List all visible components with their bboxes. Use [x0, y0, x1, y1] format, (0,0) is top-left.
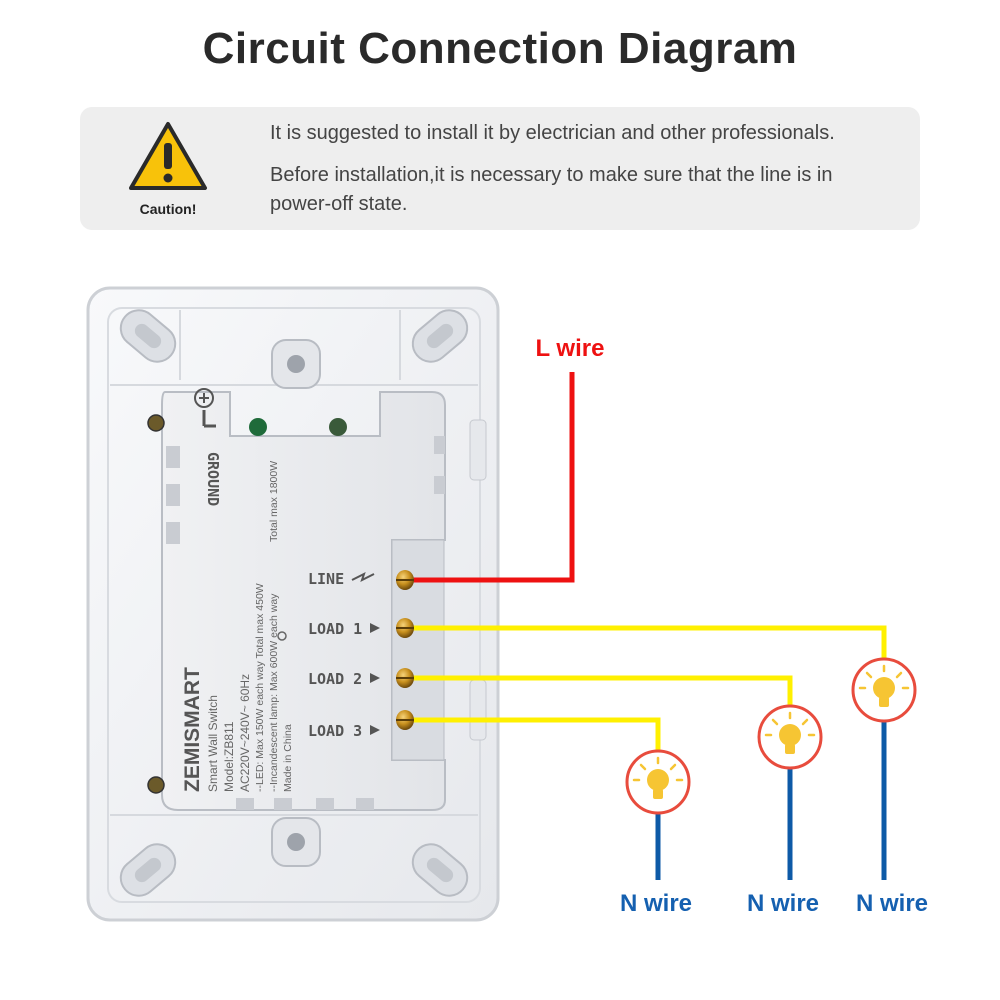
load-1-wire — [406, 625, 887, 663]
terminal-label-load-3: LOAD 3 — [308, 722, 362, 740]
incandescent-rating: --Incandescent lamp: Max 600W each way — [268, 593, 280, 792]
device-spec-label: ZEMISMART Smart Wall Switch Model:ZB811 … — [181, 461, 294, 792]
mounting-slot — [119, 309, 177, 363]
led-rating: --LED: Max 150W each way Total max 450W — [254, 583, 266, 792]
mounting-slot — [411, 843, 469, 897]
load-3-wire — [406, 717, 661, 752]
arrow-icon — [370, 725, 380, 735]
ground-label: GROUND — [204, 452, 222, 506]
switch-module — [147, 391, 446, 811]
n-wire-label: N wire — [747, 890, 819, 917]
arrow-icon — [370, 673, 380, 683]
bulb-symbol-icon — [277, 631, 287, 641]
l-wire-label: L wire — [536, 335, 605, 362]
mounting-slot — [119, 843, 177, 897]
caution-text-2: Before installation,it is necessary to m… — [270, 164, 833, 215]
mounting-slot — [411, 309, 469, 363]
caution-label: Caution! — [139, 201, 197, 217]
terminal-label-line: LINE — [308, 570, 344, 588]
terminal-screw — [396, 618, 414, 638]
lightning-icon — [351, 572, 375, 582]
terminal-label-load-2: LOAD 2 — [308, 670, 362, 688]
origin-label: Made in China — [282, 724, 294, 792]
load-2-wire — [406, 675, 793, 710]
terminal-screw — [396, 668, 414, 688]
warning-icon — [129, 122, 207, 190]
ground-icon — [194, 388, 216, 428]
terminal-screw — [396, 570, 414, 590]
n-wire-label: N wire — [856, 890, 928, 917]
product-name: Smart Wall Switch — [206, 695, 220, 792]
brand-logo-text: ZEMISMART — [181, 667, 204, 792]
arrow-icon — [370, 623, 380, 633]
model-number: Model:ZB811 — [222, 721, 236, 792]
caution-text-1: It is suggested to install it by electri… — [270, 122, 835, 144]
light-bulb-icon — [851, 657, 917, 723]
terminal-screw — [396, 710, 414, 730]
page-title: Circuit Connection Diagram — [202, 24, 798, 73]
voltage-rating: AC220V~240V~ 60Hz — [238, 674, 252, 792]
caution-box: Caution! It is suggested to install it b… — [80, 107, 920, 230]
light-bulb-icon — [625, 749, 691, 815]
live-wire — [406, 372, 575, 583]
light-bulb-icon — [757, 704, 823, 770]
incandescent-total: Total max 1800W — [268, 461, 280, 542]
terminal-label-load-1: LOAD 1 — [308, 620, 362, 638]
n-wire-label: N wire — [620, 890, 692, 917]
